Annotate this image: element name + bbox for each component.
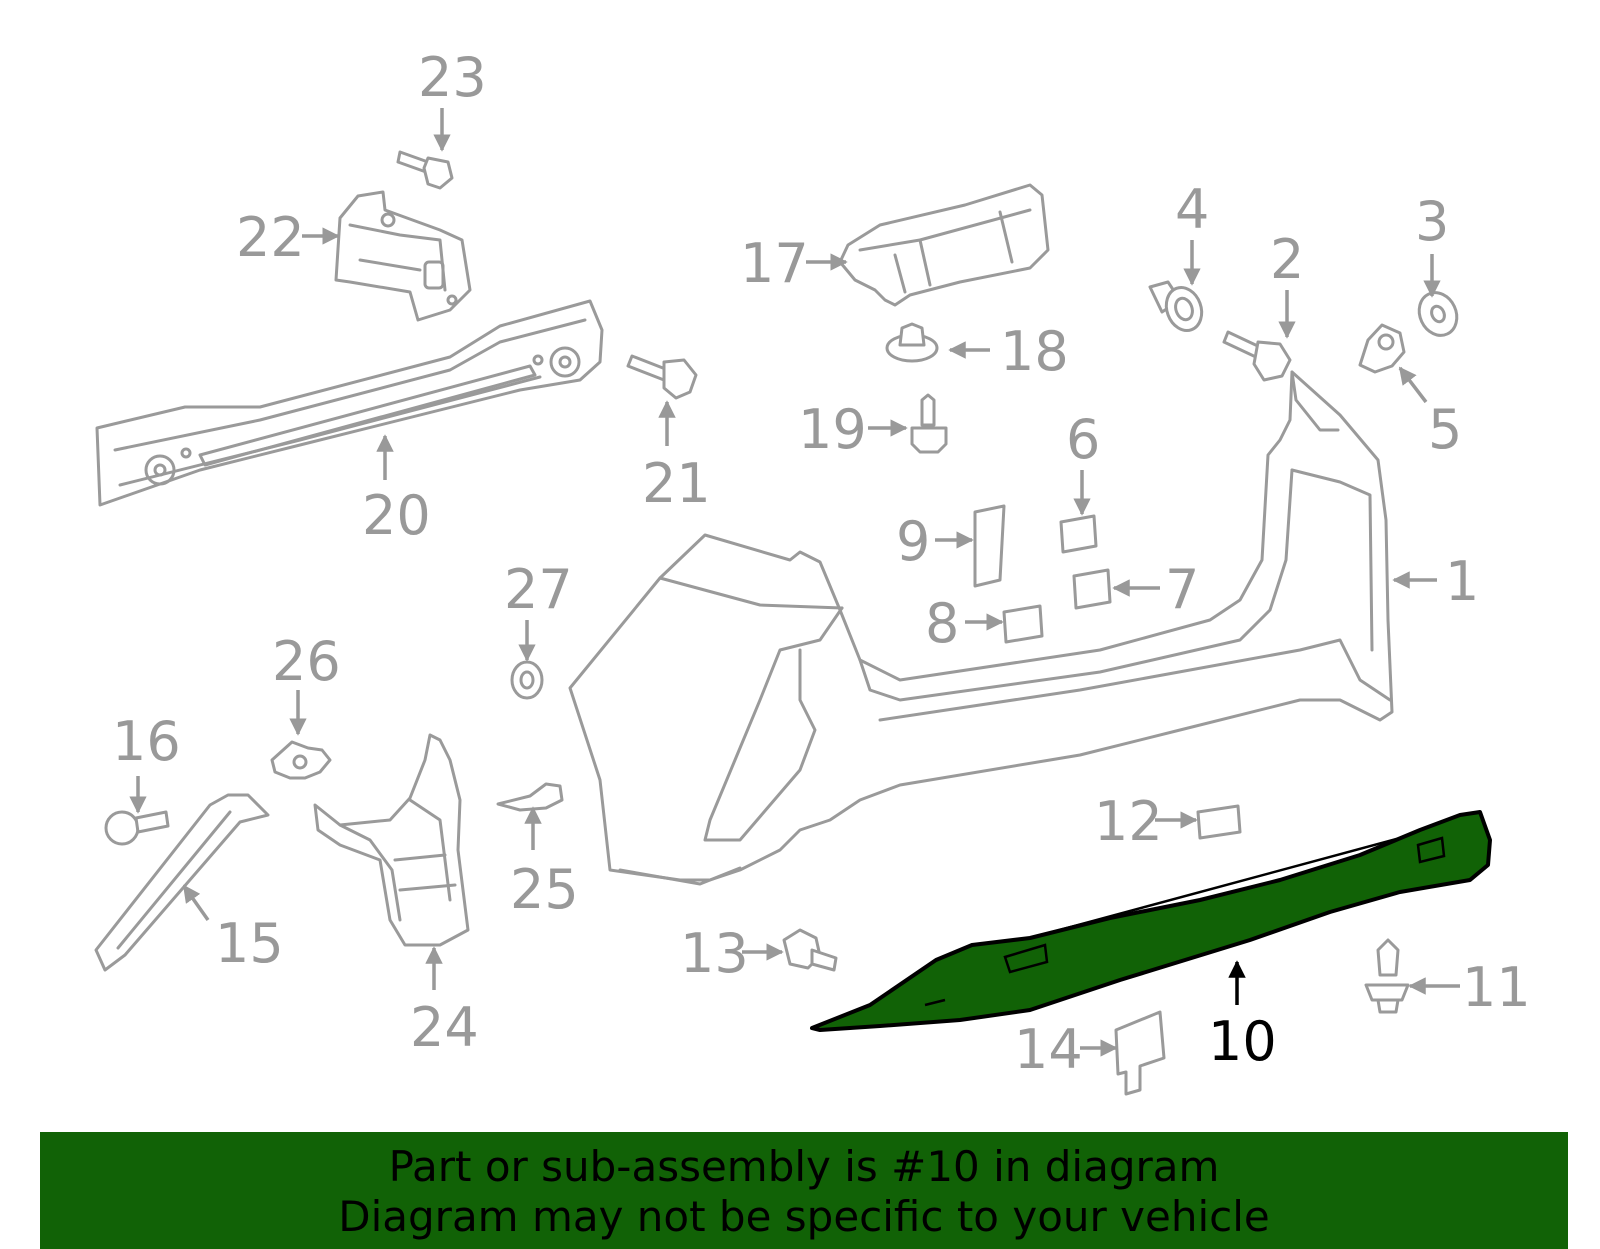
callout-4: 4 — [1175, 178, 1209, 241]
callout-arrows — [129, 108, 1460, 1057]
part-26-clip — [270, 740, 332, 780]
callout-7: 7 — [1165, 558, 1199, 621]
callout-25: 25 — [510, 858, 579, 921]
callout-22: 22 — [236, 206, 305, 269]
callout-8: 8 — [925, 592, 959, 655]
part-17-bracket — [838, 183, 1050, 307]
callout-27: 27 — [504, 558, 573, 621]
part-22-bracket — [334, 190, 472, 322]
part-8 — [1002, 604, 1044, 644]
callout-11: 11 — [1462, 956, 1531, 1019]
callout-6: 6 — [1066, 408, 1100, 471]
part-6 — [1059, 514, 1098, 554]
banner-line-1: Part or sub-assembly is #10 in diagram — [388, 1142, 1220, 1191]
part-12 — [1196, 804, 1242, 840]
part-13-bolt — [782, 928, 838, 972]
part-18-nut — [885, 322, 939, 363]
callout-16: 16 — [112, 710, 181, 773]
callout-9: 9 — [896, 510, 930, 573]
callout-24: 24 — [410, 996, 479, 1059]
callout-26: 26 — [272, 630, 341, 693]
part-4-clip — [1148, 280, 1204, 332]
info-banner: Part or sub-assembly is #10 in diagram D… — [40, 1132, 1568, 1249]
part-11-socket — [1364, 938, 1410, 1014]
callout-13: 13 — [680, 922, 749, 985]
callout-21: 21 — [642, 452, 711, 515]
part-27-grommet — [510, 660, 544, 700]
part-24-bracket — [313, 733, 470, 947]
part-16-screw — [104, 810, 170, 846]
part-21-bolt — [626, 354, 698, 400]
callout-18: 18 — [1000, 320, 1069, 383]
callout-20: 20 — [362, 484, 431, 547]
callout-23: 23 — [418, 46, 487, 109]
banner-line-2: Diagram may not be specific to your vehi… — [338, 1192, 1270, 1241]
part-20-reinforcement — [95, 299, 604, 507]
callout-12: 12 — [1094, 790, 1163, 853]
callout-1: 1 — [1445, 550, 1479, 613]
part-15-strip — [94, 793, 270, 972]
callout-19: 19 — [798, 398, 867, 461]
part-7 — [1072, 568, 1112, 610]
part-25-clip — [496, 782, 564, 812]
part-1-bumper-cover — [568, 370, 1394, 886]
part-2-bolt — [1222, 330, 1292, 382]
part-5-clip — [1358, 323, 1406, 374]
part-14 — [1114, 1010, 1166, 1096]
parts-diagram: 1 2 3 4 5 6 7 8 9 10 11 12 13 14 15 16 1… — [94, 46, 1531, 1096]
part-3-washer — [1417, 291, 1459, 337]
callout-10: 10 — [1208, 1010, 1277, 1073]
callout-14: 14 — [1014, 1018, 1083, 1081]
callout-15: 15 — [215, 912, 284, 975]
callout-2: 2 — [1270, 228, 1304, 291]
part-23-bolt — [396, 150, 454, 190]
part-9 — [973, 504, 1006, 588]
callout-3: 3 — [1415, 190, 1449, 253]
callout-5: 5 — [1428, 398, 1462, 461]
callout-labels: 1 2 3 4 5 6 7 8 9 10 11 12 13 14 15 16 1… — [112, 46, 1531, 1081]
callout-17: 17 — [740, 232, 809, 295]
part-10-highlighted — [810, 810, 1492, 1032]
part-19-screw — [910, 393, 948, 454]
